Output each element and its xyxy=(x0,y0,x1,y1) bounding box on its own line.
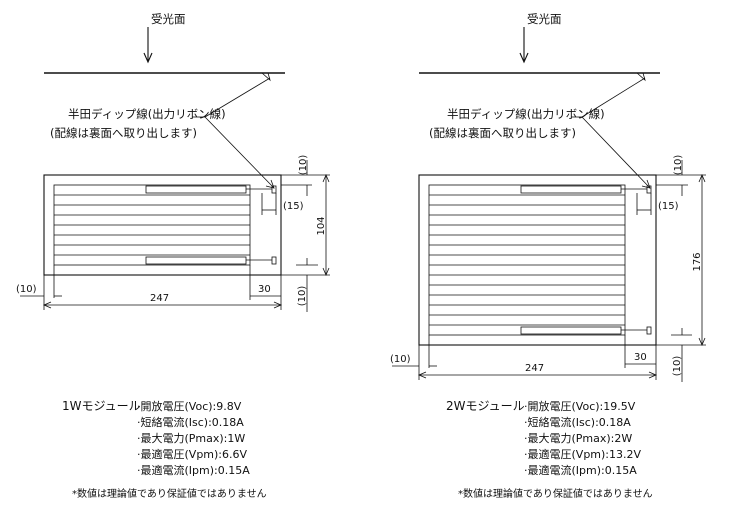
dim-lead-offset: (15) xyxy=(283,201,304,212)
dim-width: 247 xyxy=(150,293,169,304)
bottom-ribbon-2w xyxy=(520,326,622,335)
cell-area-2w xyxy=(428,184,626,336)
top-ribbon-2w xyxy=(520,185,622,194)
receiving-surface-arrow-head xyxy=(519,52,529,64)
module-name-1w: 1Wモジュール xyxy=(62,399,141,413)
leader-to-lead xyxy=(581,116,651,189)
spec-pmax: ·最大電力(Pmax):2W xyxy=(524,431,632,445)
leader-arrow-head xyxy=(641,179,651,189)
dim-bottom-margin: (10) xyxy=(672,356,683,377)
top-ribbon-1w xyxy=(145,185,247,194)
leader-to-side xyxy=(581,77,646,118)
spec-isc: ·短絡電流(Isc):0.18A xyxy=(137,415,244,429)
top-lead-tab-1w xyxy=(271,185,277,194)
spec-pmax: ·最大電力(Pmax):1W xyxy=(137,431,245,445)
spec-isc: ·短絡電流(Isc):0.18A xyxy=(524,415,631,429)
dim-lead-right: 30 xyxy=(634,352,647,363)
spec-ipm: ·最適電流(Ipm):0.15A xyxy=(137,463,250,477)
panel-1w: 受光面 半田ディップ線(出力リボン線) (配線は裏面へ取り出します) xyxy=(16,12,330,500)
dim-bottom-margin: (10) xyxy=(297,286,308,307)
lead-wire-label: 半田ディップ線(出力リボン線) xyxy=(447,107,605,121)
cell-strips-2w xyxy=(429,194,625,326)
bottom-lead-tab-2w xyxy=(646,326,652,335)
spec-ipm: ·最適電流(Ipm):0.15A xyxy=(524,463,637,477)
spec-vpm: ·最適電圧(Vpm):13.2V xyxy=(524,447,642,461)
disclaimer-note: *数値は理論値であり保証値ではありません xyxy=(458,487,653,500)
leader-arrow-head xyxy=(265,179,275,189)
panel-2w: 受光面 半田ディップ線(出力リボン線) (配線は裏面へ取り出します) xyxy=(390,12,706,500)
dim-lead-offset: (15) xyxy=(658,201,679,212)
leader-to-lead xyxy=(204,116,275,189)
lead-wire-label: 半田ディップ線(出力リボン線) xyxy=(68,107,226,121)
bottom-lead-tab-1w xyxy=(271,256,277,265)
top-lead-tab-2w xyxy=(646,185,652,194)
side-view-lead-hook xyxy=(261,72,271,82)
leader-to-side xyxy=(204,77,271,118)
receiving-surface-label: 受光面 xyxy=(151,12,186,26)
dim-height: 176 xyxy=(692,252,703,271)
module-outline-1w xyxy=(43,174,282,276)
module-name-2w: 2Wモジュール xyxy=(446,399,525,413)
wiring-note-label: (配線は裏面へ取り出します) xyxy=(50,126,197,140)
dim-top-margin: (10) xyxy=(298,155,309,176)
side-view-lead-hook xyxy=(636,72,646,82)
wiring-note-label: (配線は裏面へ取り出します) xyxy=(429,126,576,140)
dim-left-margin: (10) xyxy=(390,354,411,365)
disclaimer-note: *数値は理論値であり保証値ではありません xyxy=(72,487,267,500)
dim-height: 104 xyxy=(316,216,327,235)
dim-top-margin: (10) xyxy=(673,155,684,176)
dim-width: 247 xyxy=(525,363,544,374)
dim-lead-right: 30 xyxy=(258,284,271,295)
dim-left-margin: (10) xyxy=(16,284,37,295)
spec-vpm: ·最適電圧(Vpm):6.6V xyxy=(137,447,248,461)
module-outline-2w xyxy=(418,174,657,346)
receiving-surface-label: 受光面 xyxy=(527,12,562,26)
spec-voc: ·開放電圧(Voc):19.5V xyxy=(524,399,636,413)
spec-voc: ·開放電圧(Voc):9.8V xyxy=(137,399,242,413)
receiving-surface-arrow-head xyxy=(143,52,153,64)
bottom-ribbon-1w xyxy=(145,256,247,265)
cell-strips-1w xyxy=(54,194,250,256)
